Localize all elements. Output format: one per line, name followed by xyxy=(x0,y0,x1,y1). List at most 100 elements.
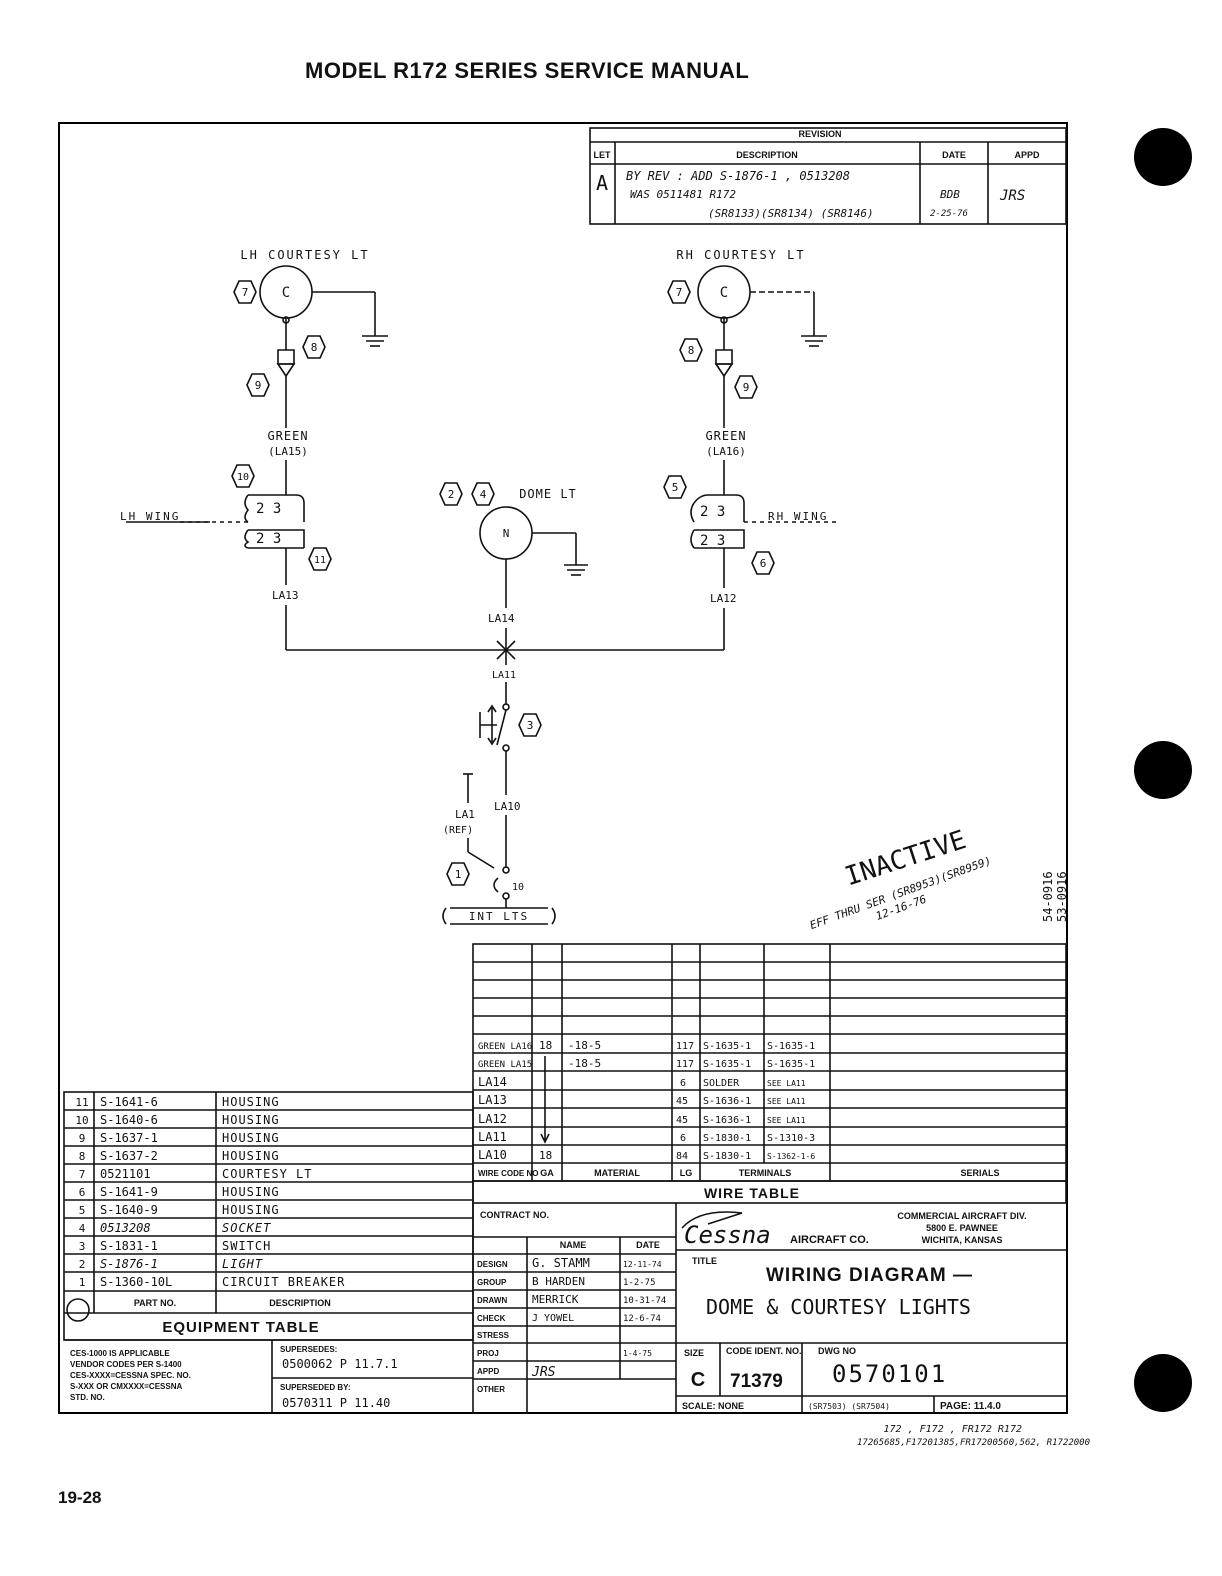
rh-connector-pins-lower: 2 3 xyxy=(700,533,725,549)
equip-row-2-desc: LIGHT xyxy=(222,1257,263,1271)
wire-la14: LA14 xyxy=(488,612,515,625)
wire-row-2-term-b: S-1635-1 xyxy=(767,1059,815,1070)
size-label: SIZE xyxy=(684,1348,704,1358)
int-lts-bus: INT LTS xyxy=(469,910,529,923)
equip-row-8-desc: HOUSING xyxy=(222,1149,280,1163)
role-design: DESIGN xyxy=(477,1260,508,1269)
wire-row-1-material: -18-5 xyxy=(568,1039,601,1052)
wire-la11: LA11 xyxy=(492,670,516,681)
equip-row-1-item: 1 xyxy=(79,1276,86,1289)
revision-heading: REVISION xyxy=(798,129,841,139)
lh-wing-label: LH WING xyxy=(120,510,180,523)
drawing-title-line1: WIRING DIAGRAM — xyxy=(766,1265,973,1286)
division-city: WICHITA, KANSAS xyxy=(922,1235,1003,1245)
wire-row-1-lg: 117 xyxy=(676,1041,694,1052)
code-ident-label: CODE IDENT. NO. xyxy=(726,1346,802,1356)
callout-3: 3 xyxy=(527,719,534,732)
superseded-by-value: 0570311 P 11.40 xyxy=(282,1396,390,1410)
equip-row-3-desc: SWITCH xyxy=(222,1239,271,1253)
revision-desc-line3: (SR8133)(SR8134) (SR8146) xyxy=(708,207,874,220)
dome-lamp-symbol: N xyxy=(503,527,510,540)
equip-row-10-item: 10 xyxy=(75,1114,88,1127)
title-block-name-header: NAME xyxy=(560,1240,587,1250)
role-other: OTHER xyxy=(477,1385,505,1394)
rh-connector-pins-upper: 2 3 xyxy=(700,504,725,520)
rh-wire-code: (LA16) xyxy=(706,445,746,458)
callout-11: 11 xyxy=(314,555,326,566)
lh-lamp-symbol: C xyxy=(282,285,290,301)
ces-note-5: STD. NO. xyxy=(70,1393,105,1402)
equip-row-4-desc: SOCKET xyxy=(222,1221,271,1235)
rh-lamp-symbol: C xyxy=(720,285,728,301)
wire-la1: LA1 xyxy=(455,808,475,821)
role-appd: APPD xyxy=(477,1367,499,1376)
equip-row-4-item: 4 xyxy=(79,1222,86,1235)
inactive-serial-1: 54-0916 xyxy=(1041,871,1055,922)
drawn-date: 10-31-74 xyxy=(623,1296,666,1306)
callout-5: 5 xyxy=(672,481,679,494)
equip-row-5-part: S-1640-9 xyxy=(100,1203,158,1217)
company-suffix: AIRCRAFT CO. xyxy=(790,1234,869,1246)
role-group: GROUP xyxy=(477,1278,507,1287)
scale: SCALE: NONE xyxy=(682,1401,744,1411)
wire-row-5-code: LA12 xyxy=(478,1112,507,1126)
equip-row-7-part: 0521101 xyxy=(100,1167,151,1181)
wire-row-2-term-a: S-1635-1 xyxy=(703,1059,751,1070)
lh-connector-pins-lower: 2 3 xyxy=(256,531,281,547)
supersedes-label: SUPERSEDES: xyxy=(280,1345,337,1354)
equip-row-11-part: S-1641-6 xyxy=(100,1095,158,1109)
page-ref: PAGE: 11.4.0 xyxy=(940,1401,1001,1412)
wire-row-1-code: GREEN LA16 xyxy=(478,1042,532,1052)
wire-row-1-term-a: S-1635-1 xyxy=(703,1041,751,1052)
wire-header-material: MATERIAL xyxy=(594,1168,640,1178)
wire-row-6-term-b: S-1310-3 xyxy=(767,1133,815,1144)
page-number: 19-28 xyxy=(58,1488,102,1507)
wire-row-1-term-b: S-1635-1 xyxy=(767,1041,815,1052)
wire-row-5-term-a: S-1636-1 xyxy=(703,1115,751,1126)
wire-row-4-term-a: S-1636-1 xyxy=(703,1096,751,1107)
equip-row-9-desc: HOUSING xyxy=(222,1131,280,1145)
equip-row-6-item: 6 xyxy=(79,1186,86,1199)
ces-note-2: VENDOR CODES PER S-1400 xyxy=(70,1360,182,1369)
division-address: 5800 E. PAWNEE xyxy=(926,1223,998,1233)
wire-table-title: WIRE TABLE xyxy=(704,1185,800,1201)
rh-wing-label: RH WING xyxy=(768,510,828,523)
appd-name: JRS xyxy=(531,1365,556,1380)
wire-row-3-term-a: SOLDER xyxy=(703,1078,740,1089)
lh-courtesy-light-label: LH COURTESY LT xyxy=(240,248,369,262)
equip-row-10-desc: HOUSING xyxy=(222,1113,280,1127)
equip-row-7-item: 7 xyxy=(79,1168,86,1181)
revision-approval: JRS xyxy=(999,188,1025,204)
callout-9-rh: 9 xyxy=(743,381,750,394)
supersedes-value: 0500062 P 11.7.1 xyxy=(282,1357,398,1371)
wire-row-4-code: LA13 xyxy=(478,1093,507,1107)
binder-hole xyxy=(1134,741,1192,799)
revision-date-initials: BDB xyxy=(940,188,960,201)
equip-row-8-item: 8 xyxy=(79,1150,86,1163)
model-applicability: 172 , F172 , FR172 R172 xyxy=(884,1424,1022,1435)
wire-row-5-lg: 45 xyxy=(676,1115,688,1126)
callout-8-rh: 8 xyxy=(688,344,695,357)
equip-row-11-item: 11 xyxy=(75,1096,88,1109)
wire-la13: LA13 xyxy=(272,589,299,602)
wire-row-7-term-b: S-1362-1-6 xyxy=(767,1152,815,1161)
callout-10: 10 xyxy=(237,472,249,483)
callout-6: 6 xyxy=(760,557,767,570)
revision-desc-line2: WAS 0511481 R172 xyxy=(630,188,736,201)
serials-note: (SR7503) (SR7504) xyxy=(808,1402,890,1411)
check-name: J YOWEL xyxy=(532,1313,574,1324)
lh-connector-pins-upper: 2 3 xyxy=(256,501,281,517)
wire-header-ga: GA xyxy=(540,1168,554,1178)
wire-row-6-term-a: S-1830-1 xyxy=(703,1133,751,1144)
callout-1: 1 xyxy=(455,868,462,881)
cessna-logo: Cessna xyxy=(684,1221,771,1249)
ces-note-3: CES-XXXX=CESSNA SPEC. NO. xyxy=(70,1371,191,1380)
dwg-no-label: DWG NO xyxy=(818,1346,856,1356)
revision-letter: A xyxy=(596,171,608,195)
wire-header-code: WIRE CODE NO xyxy=(478,1169,538,1178)
wire-row-6-lg: 6 xyxy=(680,1133,686,1144)
wire-row-3-lg: 6 xyxy=(680,1078,686,1089)
equip-row-5-desc: HOUSING xyxy=(222,1203,280,1217)
rh-wire-color: GREEN xyxy=(705,429,746,443)
